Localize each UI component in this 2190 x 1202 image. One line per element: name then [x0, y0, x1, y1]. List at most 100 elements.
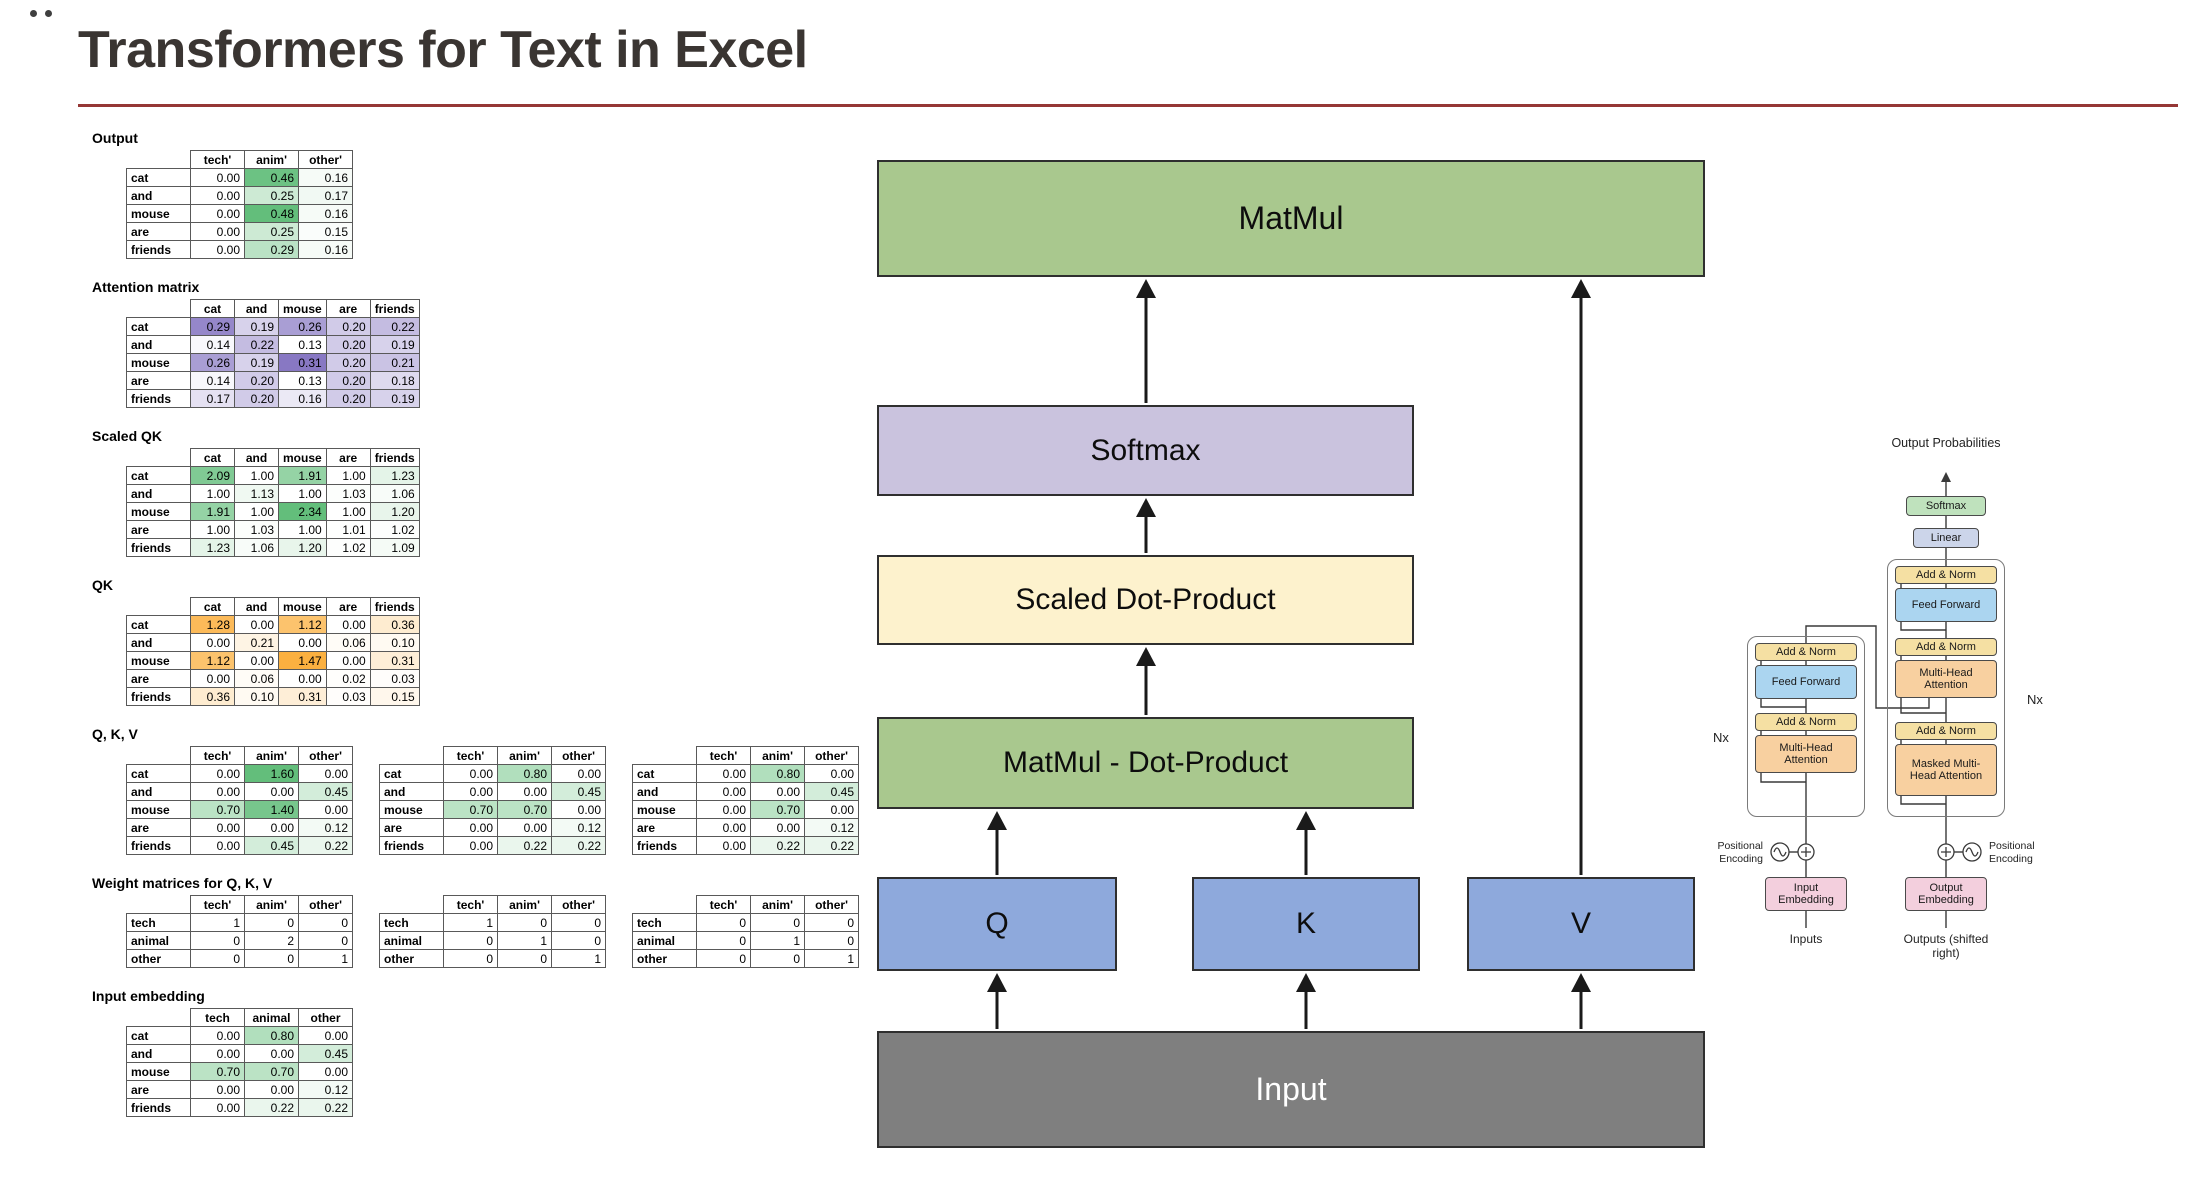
corner-cell [380, 896, 444, 914]
value-cell: 1.91 [278, 466, 327, 485]
value-cell: 1.09 [369, 538, 420, 557]
corner-cell [127, 747, 191, 765]
value-cell: 1.60 [244, 764, 299, 783]
value-cell: 0.00 [750, 782, 805, 801]
row-header: mouse [126, 204, 191, 223]
row-header: animal [126, 931, 191, 950]
value-cell: 0 [750, 949, 805, 968]
value-cell: 0.25 [244, 222, 299, 241]
row-header: and [126, 1044, 191, 1063]
value-cell: 1.20 [278, 538, 327, 557]
value-cell: 0.22 [369, 317, 420, 336]
row-header: mouse [632, 800, 697, 819]
masked-multi-head-attention-box: Masked Multi-Head Attention [1895, 744, 1997, 796]
value-cell: 0.13 [278, 335, 327, 354]
value-cell: 0 [551, 913, 606, 932]
value-cell: 1.91 [190, 502, 235, 521]
value-cell: 0.18 [369, 371, 420, 390]
row-header: mouse [379, 800, 444, 819]
row-header: cat [126, 466, 191, 485]
row-header: friends [126, 687, 191, 706]
row-header: cat [126, 615, 191, 634]
value-cell: 0.06 [234, 669, 279, 688]
value-cell: 0.25 [244, 186, 299, 205]
col-header: tech [190, 1008, 245, 1027]
row-header: are [126, 371, 191, 390]
value-cell: 0.00 [190, 240, 245, 259]
value-cell: 0.00 [190, 1026, 245, 1045]
value-cell: 0.00 [190, 222, 245, 241]
value-cell: 0.17 [298, 186, 353, 205]
value-cell: 0 [804, 913, 859, 932]
value-cell: 0.19 [234, 353, 279, 372]
table-group-label: Weight matrices for Q, K, V [92, 875, 273, 891]
masked-multi-head-attention-label: Masked Multi-Head Attention [1909, 757, 1983, 782]
value-cell: 0.22 [234, 335, 279, 354]
col-header: tech' [443, 746, 498, 765]
col-header: other' [298, 895, 353, 914]
value-cell: 0.20 [325, 335, 371, 354]
col-header: other' [551, 895, 606, 914]
row-header: cat [379, 764, 444, 783]
value-cell: 0.00 [190, 669, 235, 688]
col-header: friends [369, 299, 420, 318]
value-cell: 1.20 [369, 502, 420, 521]
value-cell: 0.12 [551, 818, 606, 837]
value-cell: 1.12 [190, 651, 235, 670]
value-cell: 0.31 [278, 687, 327, 706]
decoder-add-norm-2: Add & Norm [1895, 638, 1997, 656]
value-cell: 0.29 [190, 317, 235, 336]
value-cell: 0.00 [190, 1080, 245, 1099]
row-header: other [126, 949, 191, 968]
row-header: friends [126, 1098, 191, 1117]
value-cell: 0.00 [234, 615, 279, 634]
value-cell: 0.00 [298, 1062, 353, 1081]
value-cell: 0.70 [443, 800, 498, 819]
table-group-label: Q, K, V [92, 726, 138, 742]
col-header: cat [190, 448, 235, 467]
value-cell: 0.22 [298, 1098, 353, 1117]
value-cell: 0.00 [190, 168, 245, 187]
value-cell: 0.29 [244, 240, 299, 259]
value-cell: 0.00 [804, 764, 859, 783]
value-cell: 1 [298, 949, 353, 968]
value-cell: 0.00 [190, 204, 245, 223]
table-group-label: Attention matrix [92, 279, 200, 295]
value-cell: 1 [497, 931, 552, 950]
col-header: tech' [443, 895, 498, 914]
value-cell: 0.20 [325, 317, 371, 336]
corner-cell [633, 747, 697, 765]
value-cell: 0.00 [696, 818, 751, 837]
outputs-label: Outputs (shifted right) [1903, 932, 1989, 961]
col-header: other [298, 1008, 353, 1027]
value-cell: 0 [443, 949, 498, 968]
value-cell: 0.16 [298, 204, 353, 223]
row-header: are [126, 669, 191, 688]
value-cell: 0.00 [696, 764, 751, 783]
row-header: are [379, 818, 444, 837]
value-cell: 0.00 [190, 818, 245, 837]
row-header: mouse [126, 353, 191, 372]
row-header: animal [379, 931, 444, 950]
plus-icon [1941, 847, 1951, 857]
value-cell: 0.00 [190, 186, 245, 205]
value-cell: 0.22 [497, 836, 552, 855]
row-header: mouse [126, 651, 191, 670]
row-header: are [126, 520, 191, 539]
row-header: mouse [126, 800, 191, 819]
decoder-stack [1887, 559, 2005, 817]
col-header: tech' [696, 746, 751, 765]
col-header: tech' [190, 895, 245, 914]
corner-cell [127, 449, 191, 467]
value-cell: 0.10 [234, 687, 279, 706]
value-cell: 0.00 [443, 764, 498, 783]
value-cell: 0.13 [278, 371, 327, 390]
value-cell: 0.45 [298, 1044, 353, 1063]
